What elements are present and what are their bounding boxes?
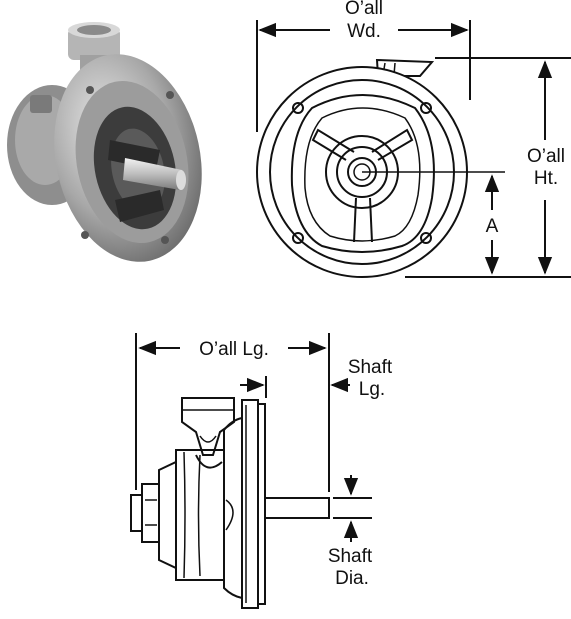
overall-height-dimension: O’all Ht. — [405, 57, 571, 278]
overall-width-dimension: O’all Wd. — [256, 0, 471, 132]
dimension-a-label: A — [486, 216, 499, 237]
overall-length-label: O’all Lg. — [199, 339, 269, 360]
dimension-a: A — [484, 174, 500, 275]
shaft-length-dimension: Shaft Lg. — [240, 357, 393, 400]
overall-width-label-line2: Wd. — [347, 21, 381, 42]
shaft-diameter-label-line2: Dia. — [335, 568, 369, 589]
shaft-length-label-line1: Shaft — [348, 357, 393, 378]
overall-width-label-line1: O’all — [345, 0, 383, 19]
shaft-length-label-line2: Lg. — [359, 379, 385, 400]
overall-height-label-line1: O’all — [527, 146, 565, 167]
side-view — [130, 397, 330, 609]
shaft-diameter-label-line1: Shaft — [328, 546, 373, 567]
overall-length-dimension: O’all Lg. — [135, 333, 330, 492]
shaft-diameter-dimension: Shaft Dia. — [328, 475, 373, 589]
front-view — [256, 58, 505, 278]
pump-photo — [7, 22, 202, 262]
overall-height-label-line2: Ht. — [534, 168, 558, 189]
